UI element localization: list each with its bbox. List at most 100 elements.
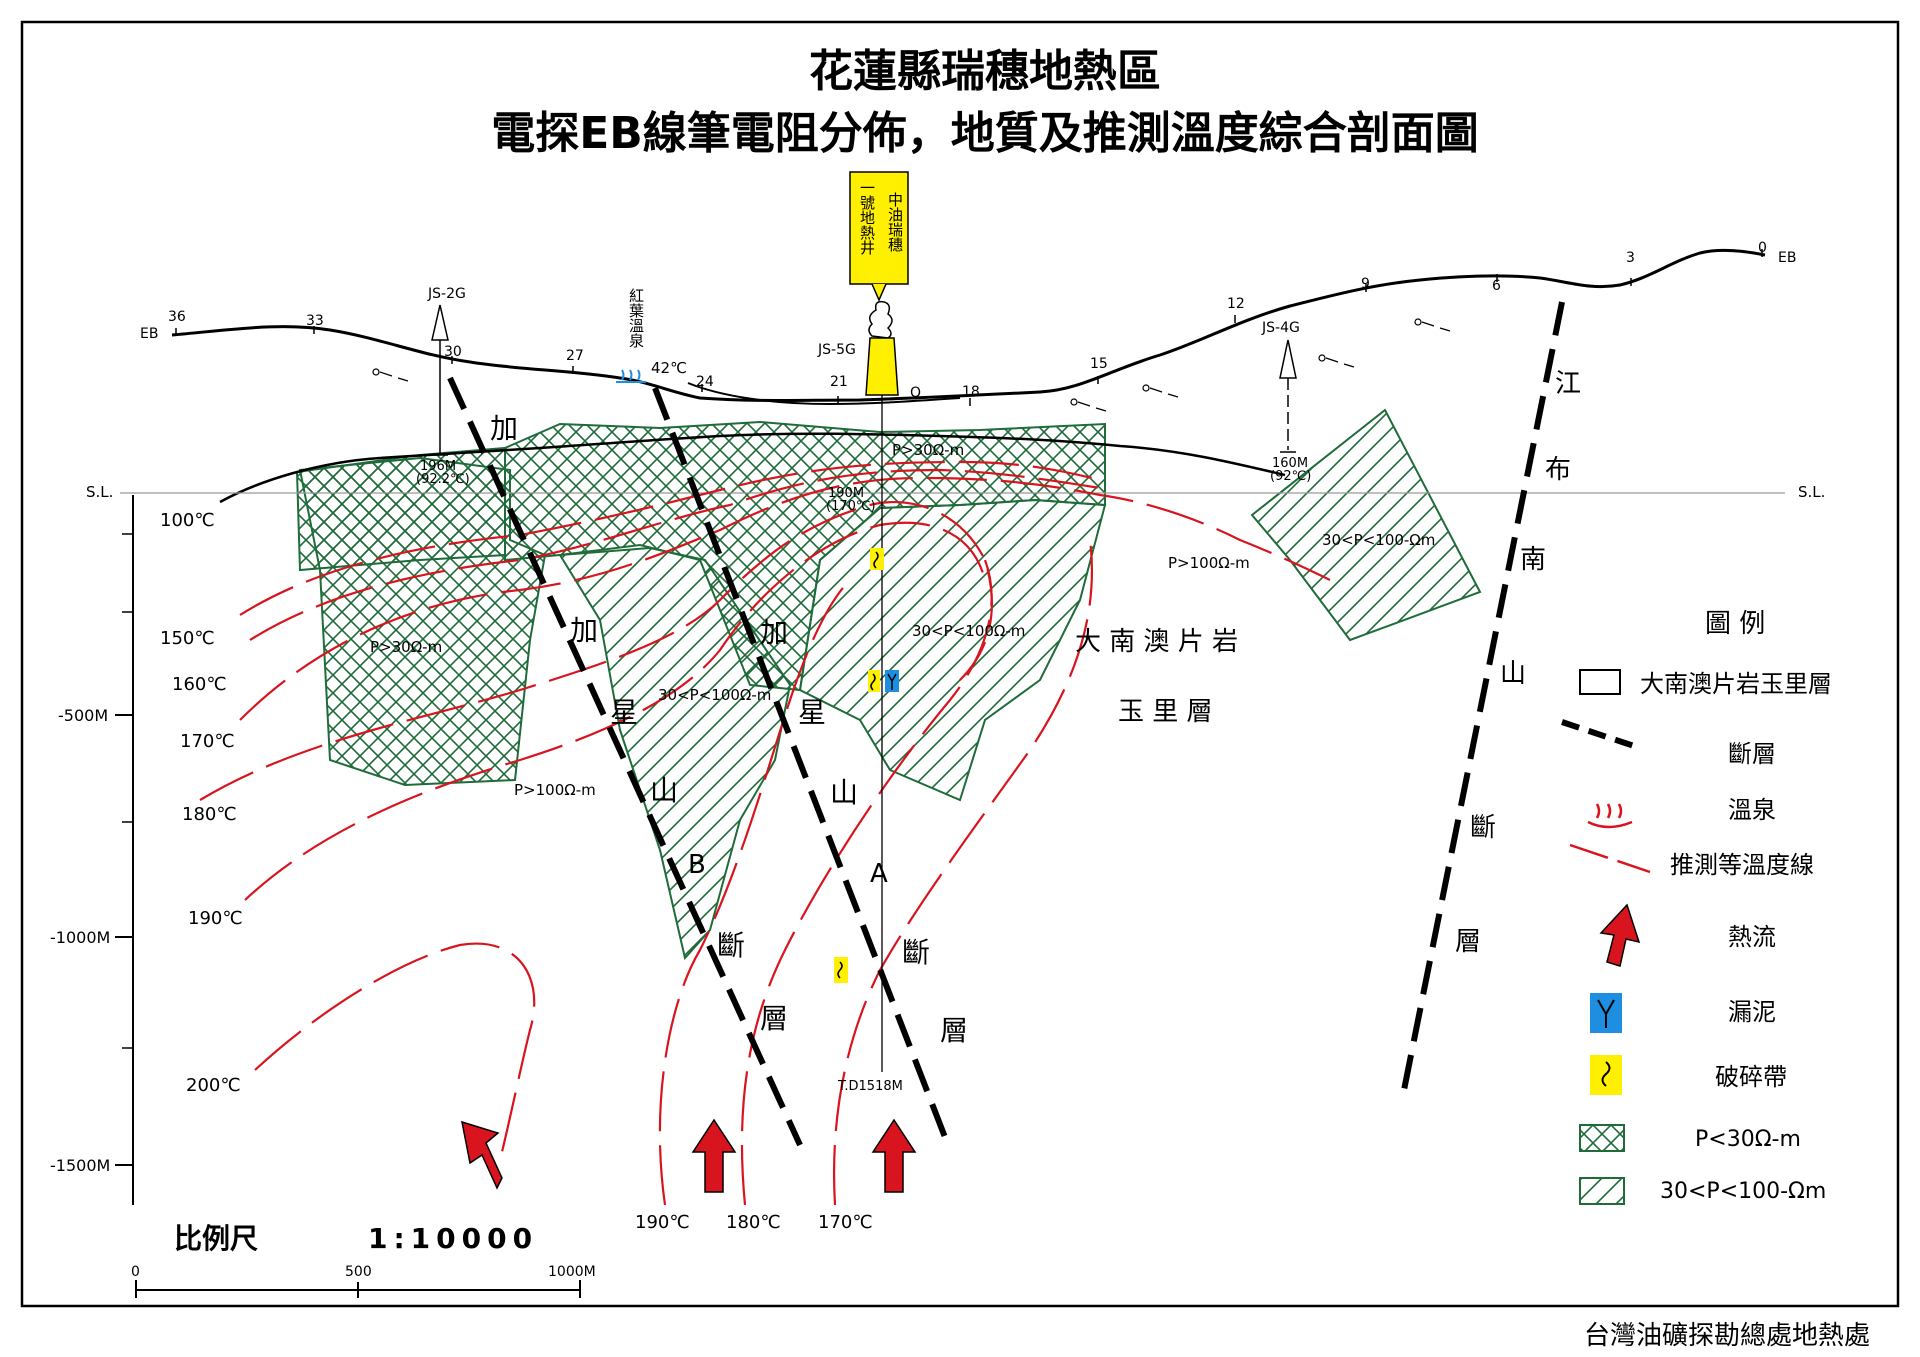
depth-label-1000: -1000M [50, 928, 110, 947]
isotherm-180 [199, 501, 993, 801]
fault-jiangbunan [1399, 301, 1565, 1101]
fault-a-char-4: A [870, 859, 888, 889]
surface-symbols [372, 318, 1451, 412]
legend-midres-label: 30<P<100-Ωm [1660, 1179, 1826, 1204]
scale-tick-1000: 1000M [548, 1264, 596, 1280]
station-24: 24 [696, 374, 714, 390]
mid-res-zone-b [558, 546, 792, 961]
scale-tick-500: 500 [345, 1264, 372, 1280]
legend: 圖 例 大南澳片岩玉里層 斷層 溫泉 推測等溫度線 熱流 漏泥 破碎帶 P<30… [1561, 609, 1832, 1205]
fault-b-char-4: 山 [650, 774, 678, 807]
station-3: 3 [1626, 250, 1635, 266]
isotherm-label-160: 160℃ [172, 674, 227, 695]
well-js-2g-temp: (92.2℃) [416, 472, 470, 487]
station-9: 9 [1361, 276, 1370, 292]
legend-heatflow-label: 熱流 [1728, 923, 1776, 951]
res-label-4: P>100Ω-m [1168, 554, 1250, 572]
fault-b [447, 376, 803, 1147]
res-label-3: P>100Ω-m [514, 781, 596, 799]
res-label-1: P>30Ω-m [370, 638, 442, 656]
legend-spring-icon [1587, 803, 1633, 829]
scale-tick-0: 0 [131, 1264, 140, 1280]
mid-res-zone-right [1250, 408, 1482, 642]
legend-heatflow-icon [1599, 903, 1641, 967]
fault-a-char-1: 加 [760, 616, 788, 649]
drilling-rig [865, 337, 899, 396]
mid-resistivity-zones [558, 408, 1482, 961]
profile-name-left: EB [140, 326, 158, 342]
station-ticks [175, 249, 1763, 406]
station-12: 12 [1227, 296, 1245, 312]
title-line2: 電探EB線筆電阻分佈，地質及推測溫度綜合剖面圖 [491, 108, 1479, 159]
res-label-2: P>30Ω-m [892, 441, 964, 459]
isotherm-170-lower [832, 539, 1094, 1206]
formation-label-schist: 大 南 澳 片 岩 [1075, 627, 1238, 657]
station-18: 18 [962, 384, 980, 400]
isotherm-170 [239, 476, 1331, 721]
fault-b-char-6: 斷 [717, 929, 745, 962]
depth-label-500: -500M [58, 706, 108, 725]
fault-a-char-6: 層 [940, 1014, 968, 1047]
isotherm-label-bottom-180: 180℃ [726, 1212, 781, 1233]
frame [20, 20, 1900, 1308]
fault-b-char-7: 層 [760, 1002, 788, 1035]
ruisui-well-1: 中油瑞穗 一號地熱井 [849, 171, 909, 396]
fault-a-char-5: 斷 [902, 936, 930, 969]
hot-spring-icon [616, 369, 646, 383]
isotherm-label-180: 180℃ [182, 804, 237, 825]
isotherm-label-200: 200℃ [186, 1075, 241, 1096]
fracture-markers [834, 548, 884, 983]
profile-name-right: EB [1778, 250, 1796, 266]
fault-j-char-4: 山 [1500, 659, 1526, 689]
isotherm-label-100: 100℃ [160, 510, 215, 531]
isotherm-160 [249, 468, 1101, 641]
legend-schist-label: 大南澳片岩玉里層 [1640, 670, 1832, 698]
heat-flow-arrow-1 [461, 1120, 503, 1190]
well-js-5g-td: T.D1518M [837, 1079, 903, 1094]
station-36: 36 [168, 309, 186, 325]
fault-a [652, 386, 951, 1147]
legend-fracture-label: 破碎帶 [1715, 1063, 1787, 1091]
title-line1: 花蓮縣瑞穗地熱區 [809, 46, 1161, 97]
sea-level-label-right: S.L. [1798, 483, 1825, 501]
legend-fault-label: 斷層 [1728, 740, 1776, 768]
well-js-2g-depth: 196M [420, 459, 456, 474]
well-js-2g-name: JS-2G [427, 286, 466, 302]
legend-lowres-swatch [1579, 1124, 1625, 1152]
faults [447, 301, 1565, 1147]
isotherm-200 [254, 942, 536, 1161]
legend-isotherm-label: 推測等溫度線 [1670, 851, 1814, 879]
well-label-col2: 一號地熱井 [858, 180, 876, 256]
isotherm-label-bottom-190: 190℃ [635, 1212, 690, 1233]
well-label-col1: 中油瑞穗 [886, 192, 904, 252]
depth-label-1500: -1500M [50, 1156, 110, 1175]
isotherm-180-lower [740, 559, 993, 1206]
well-js-4g-name: JS-4G [1261, 320, 1300, 336]
well-label-pointer [871, 283, 887, 302]
steam-plume [868, 300, 893, 339]
scale-ratio: 1:10000 [368, 1222, 538, 1255]
well-js-5g: JS-5G 190M (170℃) T.D1518M [817, 342, 903, 1094]
res-label-7: 30<P<100-Ωm [1322, 531, 1435, 549]
well-js-5g-temp: (170℃) [826, 499, 876, 514]
fault-j-char-6: 層 [1455, 927, 1481, 957]
heat-flow-arrow-2 [691, 1118, 737, 1193]
isotherm-label-170: 170℃ [180, 731, 235, 752]
well-js-4g-depth: 160M [1272, 456, 1308, 471]
isotherm-label-150: 150℃ [160, 628, 215, 649]
station-15: 15 [1090, 356, 1108, 372]
heat-flow-arrows [461, 1118, 917, 1193]
fault-j-char-3: 南 [1520, 545, 1546, 575]
station-27: 27 [566, 348, 584, 364]
credit: 台灣油礦探勘總處地熱處 [1584, 1321, 1870, 1351]
legend-mudloss-label: 漏泥 [1728, 998, 1776, 1026]
well-js-5g-depth: 190M [828, 486, 864, 501]
legend-title: 圖 例 [1705, 609, 1765, 639]
fault-b-char-3: 星 [610, 696, 638, 729]
station-0: 0 [1758, 240, 1767, 256]
legend-lowres-label: P<30Ω-m [1695, 1127, 1801, 1152]
isotherm-190 [244, 521, 987, 901]
isotherm-label-190: 190℃ [188, 908, 243, 929]
isotherms [199, 460, 1331, 1206]
